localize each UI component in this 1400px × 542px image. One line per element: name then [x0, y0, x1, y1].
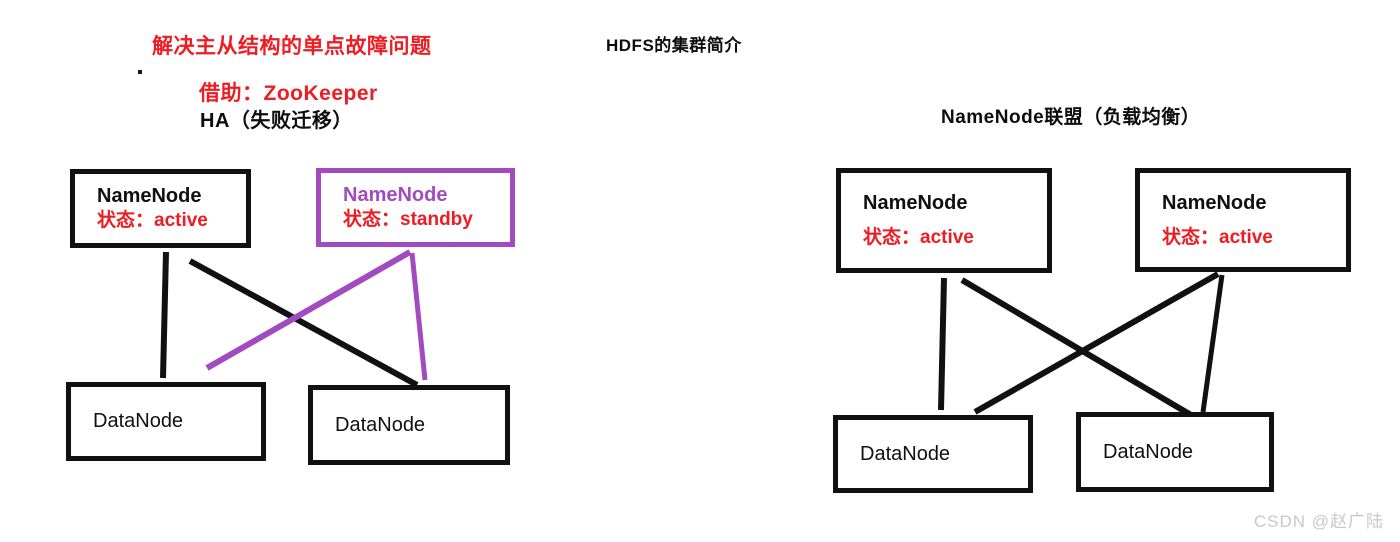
federation-namenode-2-state: 状态：active: [1162, 226, 1273, 248]
ha-namenode-active-box[interactable]: NameNode 状态：active: [70, 169, 251, 248]
federation-datanode-2-label: DataNode: [1103, 440, 1194, 463]
ha-datanode-2-label: DataNode: [335, 413, 426, 436]
ha-datanode-1-box[interactable]: DataNode: [66, 382, 266, 461]
heading-ha-failover: HA（失败迁移）: [200, 110, 353, 132]
link-ha-nn2-dn2: [409, 252, 428, 381]
federation-namenode-2-box[interactable]: NameNode 状态：active: [1135, 168, 1351, 272]
ha-namenode-standby-state: 状态：standby: [343, 209, 473, 231]
link-ha-nn1-dn1: [160, 251, 169, 379]
ha-datanode-2-box[interactable]: DataNode: [308, 385, 510, 465]
stray-dot-mark: [138, 70, 142, 74]
federation-namenode-2-title: NameNode: [1162, 191, 1267, 214]
federation-namenode-1-box[interactable]: NameNode 状态：active: [836, 168, 1052, 273]
ha-namenode-standby-title: NameNode: [343, 184, 448, 207]
federation-datanode-1-box[interactable]: DataNode: [833, 415, 1033, 493]
federation-namenode-1-state: 状态：active: [863, 227, 974, 249]
ha-datanode-1-label: DataNode: [93, 410, 184, 432]
heading-namenode-federation: NameNode联盟（负载均衡）: [941, 107, 1201, 128]
link-fed-nn1-dn1: [938, 277, 947, 411]
link-ha-nn1-dn2: [188, 258, 419, 388]
ha-namenode-active-title: NameNode: [97, 185, 202, 208]
csdn-watermark: CSDN @赵广陆: [1253, 512, 1384, 531]
link-fed-nn2-dn2: [1200, 274, 1225, 413]
link-fed-nn1-dn2: [960, 277, 1193, 418]
ha-namenode-active-state: 状态：active: [97, 210, 208, 232]
heading-hdfs-cluster-intro: HDFS的集群简介: [606, 36, 742, 55]
link-ha-nn2-dn1: [205, 249, 412, 371]
link-fed-nn2-dn1: [973, 271, 1220, 415]
ha-namenode-standby-box[interactable]: NameNode 状态：standby: [316, 168, 515, 247]
federation-namenode-1-title: NameNode: [863, 192, 968, 215]
federation-datanode-1-label: DataNode: [860, 442, 951, 465]
heading-single-point-failure: 解决主从结构的单点故障问题: [152, 35, 432, 58]
heading-zookeeper: 借助：ZooKeeper: [199, 82, 378, 105]
federation-datanode-2-box[interactable]: DataNode: [1076, 412, 1274, 492]
